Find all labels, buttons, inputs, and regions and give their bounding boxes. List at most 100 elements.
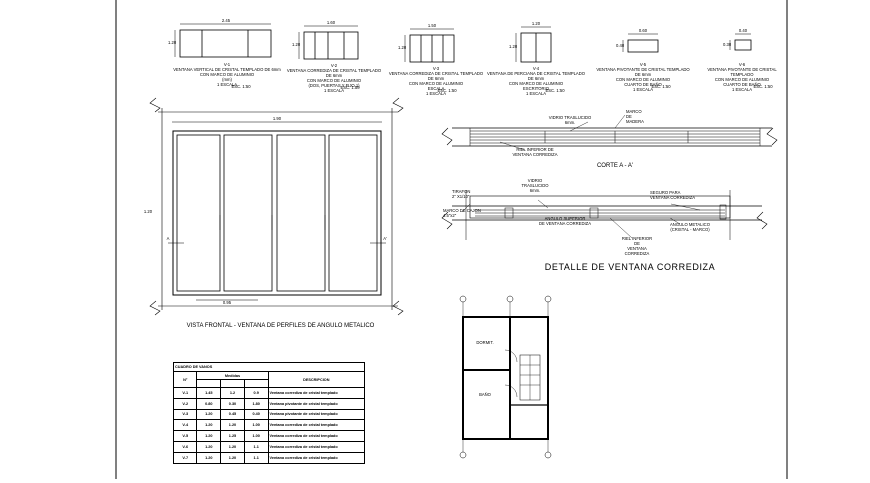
v5-dim-side: 0.40 (616, 43, 625, 48)
cell-desc: Ventana corrediza de cristal templado (267, 430, 366, 442)
v2-caption: V-2 VENTANA CORREDIZA DE CRISTAL TEMPLAD… (286, 63, 382, 93)
v6-dim-side: 0.30 (723, 42, 732, 47)
corte-label-rail: RIEL INFERIOR DE VENTANA CORREDIZA (512, 147, 558, 157)
detalle-title: DETALLE DE VENTANA CORREDIZA (544, 262, 716, 272)
cell-num: V-1 (172, 387, 198, 399)
front-view-caption: VISTA FRONTAL - VENTANA DE PERFILES DE A… (186, 323, 375, 329)
detalle-section (441, 190, 768, 240)
cell-a: 1.20 (196, 451, 222, 464)
detalle-label-angulo: ANGULO SUPERIOR DE VENTANA CORREDIZA (538, 216, 592, 226)
detalle-label-glass: VIDRIO TRASLUCIDO 6mm. (521, 178, 549, 193)
front-view-window (149, 97, 404, 316)
section-mark-left: A (166, 236, 170, 241)
cell-b: 0.30 (220, 397, 245, 410)
corte-title: CORTE A - A' (596, 163, 634, 169)
cell-num: V-6 (172, 440, 198, 453)
v2-dim-side: 1.20 (292, 42, 301, 47)
cell-c: 1.1 (243, 440, 269, 453)
table-row: V-6 1.20 1.20 1.1 Ventana corrediza de c… (172, 440, 366, 453)
v4-caption: V-4 VENTANA DE PERCIANA DE CRISTAL TEMPL… (486, 66, 586, 96)
front-top-dim: 1.90 (272, 116, 282, 121)
window-type-v4 (515, 26, 552, 63)
detalle-label-tirafon: TIRAFON 2" X1/10" (452, 189, 471, 199)
table-header-medidas: Medidas (196, 371, 269, 380)
v3-dim-side: 1.20 (398, 45, 407, 50)
cell-b: 1.2 (220, 387, 245, 399)
window-type-v5 (622, 33, 659, 53)
cell-desc: Ventana corrediza de cristal templado (267, 419, 366, 432)
cell-a: 0.80 (196, 397, 222, 410)
cell-num: V-5 (172, 430, 198, 442)
table-row: V-2 0.80 0.30 1.80 Ventana pivotante de … (172, 397, 366, 410)
detalle-label-marco-cajon: MARCO DE CAJON 4.5"x2" (443, 208, 481, 218)
cell-c: 1.00 (243, 419, 269, 432)
window-type-v3 (404, 28, 455, 63)
table-subheader-b (220, 379, 245, 388)
table-row: V-3 1.20 0.45 0.40 Ventana pivotante de … (172, 408, 366, 421)
cell-b: 0.45 (220, 408, 245, 421)
v4-scale: ESC. 1:50 (545, 88, 565, 93)
cell-c: 1.1 (243, 451, 269, 464)
floor-plan (459, 295, 552, 459)
window-type-v2 (298, 25, 359, 60)
v6-caption: V-6 VENTANA PIVOTANTE DE CRISTAL TEMPLAD… (707, 62, 777, 92)
plan-room-top: DORMIT. (476, 340, 494, 345)
v1-dim-side: 1.20 (168, 40, 177, 45)
table-row: V-4 1.20 1.20 1.00 Ventana corrediza de … (172, 419, 366, 432)
cell-a: 1.20 (196, 440, 222, 453)
v5-dim-top: 0.60 (638, 28, 648, 33)
cell-c: 0.9 (243, 387, 269, 399)
v1-dim-top: 2.45 (221, 18, 231, 23)
table-subheader-a (196, 379, 222, 388)
detalle-label-riel: RIEL INFERIOR DE VENTANA CORREDIZA (621, 236, 653, 256)
v3-dim-top: 1.50 (427, 23, 437, 28)
cell-b: 1.25 (220, 430, 245, 442)
cell-num: V-2 (172, 397, 198, 410)
detalle-label-seguro: SEGURO PARA VENTANA CORREDIZA (650, 190, 696, 200)
v2-dim-top: 1.60 (326, 20, 336, 25)
table-row: V-7 1.20 1.20 1.1 Ventana corrediza de c… (172, 451, 366, 464)
detalle-label-angulo-metalico: ANGULO METALICO (CRISTAL - MARCO) (670, 222, 710, 232)
v3-caption: V-3 VENTANA CORREDIZA DE CRISTAL TEMPLAD… (388, 66, 484, 96)
table-row: V-1 1.45 1.2 0.9 Ventana corrediza de cr… (172, 387, 366, 399)
cell-num: V-4 (172, 419, 198, 432)
cell-c: 1.00 (243, 430, 269, 442)
cell-num: V-3 (172, 408, 198, 421)
v4-dim-top: 1.20 (531, 21, 541, 26)
section-mark-right: A' (383, 236, 387, 241)
table-title: CUADRO DE VANOS (173, 362, 365, 372)
table-header-descripcion: DESCRIPCION (267, 371, 366, 388)
cell-desc: Ventana corrediza de cristal templado (267, 387, 366, 399)
cuadro-de-vanos-table: CUADRO DE VANOS N° Medidas DESCRIPCION V… (172, 362, 366, 464)
corte-label-glass: VIDRIO TRASLUCIDO 6mm. (548, 115, 592, 125)
cell-num: V-7 (172, 451, 198, 464)
cell-b: 1.20 (220, 440, 245, 453)
cell-a: 1.20 (196, 419, 222, 432)
v3-scale: ESC. 1:50 (437, 88, 457, 93)
table-subheader-c (243, 379, 269, 388)
window-type-v1 (174, 23, 272, 58)
cell-a: 1.20 (196, 430, 222, 442)
front-side-dim: 1.20 (143, 209, 153, 214)
cell-c: 0.40 (243, 408, 269, 421)
cell-desc: Ventana corrediza de cristal templado (267, 440, 366, 453)
cell-c: 1.80 (243, 397, 269, 410)
plan-room-bottom: BAÑO (479, 392, 491, 397)
cell-b: 1.20 (220, 451, 245, 464)
v5-caption: V-5 VENTANA PIVOTANTE DE CRISTAL TEMPLAD… (596, 62, 690, 92)
corte-label-frame: MARCO DE MADERA (626, 109, 644, 124)
v6-dim-top: 0.40 (738, 28, 748, 33)
window-type-v6 (729, 33, 752, 51)
v1-caption: V-1 VENTANA VERTICAL DE CRISTAL TEMPLADO… (173, 62, 281, 87)
table-header-num: N° (172, 371, 198, 388)
corte-section (441, 114, 778, 151)
v2-scale: ESC. 1:50 (340, 85, 360, 90)
v5-scale: ESC. 1:50 (651, 84, 671, 89)
cell-b: 1.20 (220, 419, 245, 432)
cell-desc: Ventana corrediza de cristal templado (267, 451, 366, 464)
cell-a: 1.45 (196, 387, 222, 399)
table-row: V-5 1.20 1.25 1.00 Ventana corrediza de … (172, 430, 366, 442)
cell-desc: Ventana pivotante de cristal templado (267, 408, 366, 421)
